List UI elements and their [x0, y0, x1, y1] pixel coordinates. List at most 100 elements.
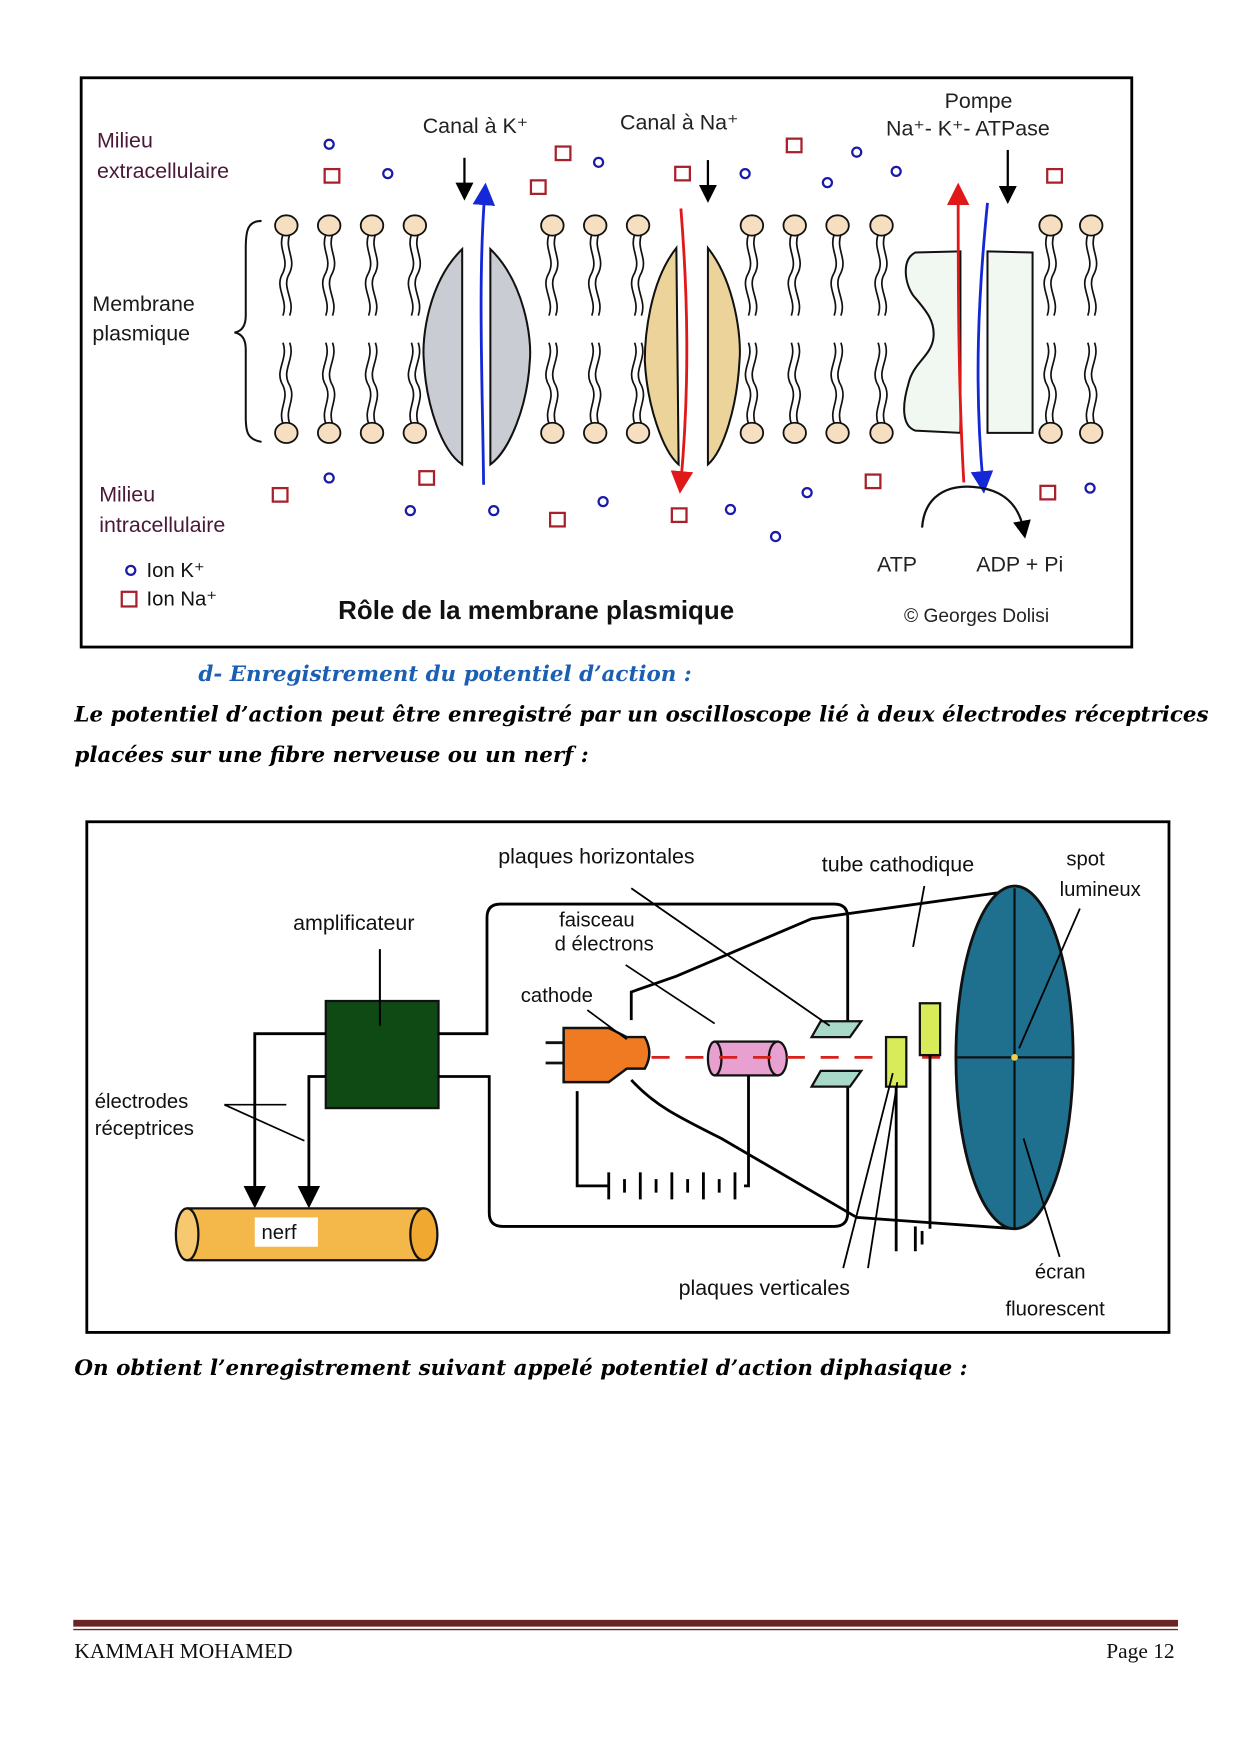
- k-ion-icon: [382, 167, 394, 180]
- footer-author: KAMMAH MOHAMED: [74, 1639, 292, 1663]
- horizontal-plates-pointer: [630, 887, 831, 1027]
- figure-credit: © Georges Dolisi: [904, 606, 1049, 627]
- electrode-wire: [297, 1075, 326, 1209]
- k-ion-legend-label: Ion K⁺: [147, 560, 205, 582]
- na-pump-out-arrow: [946, 182, 970, 483]
- light-spot-icon: [1011, 1053, 1018, 1061]
- vertical-plates-label: plaques verticales: [679, 1276, 850, 1300]
- ion-legend: Ion K⁺ Ion Na⁺: [120, 560, 217, 610]
- spot-pointer: [1018, 908, 1081, 1049]
- k-ion-icon: [1084, 482, 1096, 494]
- na-influx-arrow: [670, 208, 694, 494]
- electron-beam-label: faisceau: [559, 910, 635, 932]
- screen-label: fluorescent: [1006, 1299, 1106, 1321]
- beam-pointer: [625, 964, 716, 1025]
- electrodes-pointer: [223, 1103, 305, 1142]
- k-pump-in-arrow: [970, 202, 994, 494]
- result-sentence: On obtient l’enregistrement suivant appe…: [74, 1356, 967, 1381]
- vertical-plate-icon: [918, 1002, 942, 1057]
- paragraph-line: Le potentiel d’action peut être enregist…: [73, 702, 1208, 727]
- spot-label: lumineux: [1060, 879, 1141, 901]
- k-ion-icon: [821, 176, 834, 189]
- adp-label: ADP + Pi: [976, 553, 1063, 577]
- na-ion-icon: [529, 179, 547, 196]
- membrane-figure: Milieu extracellulaire Membrane plasmiqu…: [79, 76, 1134, 649]
- section-heading: d- Enregistrement du potentiel d’action …: [198, 662, 691, 687]
- na-k-pump-icon: [903, 250, 1034, 434]
- na-ion-legend-icon: [120, 590, 138, 608]
- na-ion-icon: [418, 470, 436, 486]
- k-ion-icon: [323, 138, 335, 150]
- crt-tube-outline: [630, 1078, 1015, 1231]
- electrodes-label: réceptrices: [95, 1118, 194, 1140]
- atp-label: ATP: [877, 553, 917, 577]
- pump-label: Pompe: [945, 89, 1013, 113]
- pump-label: Na⁺- K⁺- ATPase: [886, 116, 1050, 140]
- na-ion-icon: [864, 473, 882, 490]
- anode-cylinder-icon: [706, 1040, 788, 1077]
- screen-label: écran: [1035, 1261, 1086, 1283]
- extracellular-label: extracellulaire: [97, 159, 229, 183]
- membrane-brace-icon: [234, 219, 262, 443]
- footer-rule: [73, 1628, 1178, 1631]
- amplifier-label: amplificateur: [293, 911, 414, 935]
- k-ion-icon: [769, 530, 782, 543]
- electrode-wire: [243, 1032, 326, 1209]
- na-channel-label: Canal à Na⁺: [620, 111, 738, 135]
- k-ion-legend-icon: [125, 564, 137, 577]
- cathode-pointer: [586, 1009, 628, 1041]
- k-channel-label: Canal à K⁺: [423, 114, 528, 138]
- intracellular-label: Milieu: [99, 483, 155, 507]
- k-ion-icon: [724, 503, 737, 516]
- signal-wire: [438, 902, 850, 1036]
- na-ion-icon: [785, 137, 803, 154]
- na-ion-icon: [670, 507, 688, 524]
- membrane-label: Membrane: [92, 292, 194, 316]
- k-ion-icon: [801, 486, 813, 499]
- horizontal-plate-icon: [809, 1069, 864, 1088]
- potassium-channel-icon: [422, 246, 532, 467]
- battery-icon: [607, 1172, 737, 1200]
- na-ion-icon: [554, 145, 572, 162]
- crt-tube-label: tube cathodique: [822, 852, 974, 876]
- ground-icon: [894, 1055, 932, 1252]
- k-ion-icon: [890, 165, 902, 177]
- screen-pointer: [1022, 1138, 1061, 1258]
- k-ion-icon: [851, 146, 863, 158]
- k-ion-icon: [592, 156, 605, 168]
- ions: [271, 137, 1096, 543]
- footer-page-number: Page 12: [1106, 1639, 1174, 1663]
- footer-rule: [73, 1619, 1178, 1627]
- na-ion-legend-label: Ion Na⁺: [147, 588, 217, 610]
- extracellular-label: Milieu: [97, 129, 153, 153]
- electron-beam-label: d électrons: [555, 933, 654, 955]
- na-ion-icon: [323, 167, 341, 184]
- k-ion-icon: [323, 472, 335, 484]
- k-ion-icon: [488, 505, 500, 517]
- na-ion-icon: [548, 511, 566, 528]
- page-footer: KAMMAH MOHAMED Page 12: [73, 1619, 1178, 1663]
- horizontal-plates-label: plaques horizontales: [498, 844, 694, 868]
- sodium-channel-icon: [643, 245, 741, 467]
- nerve-label: nerf: [262, 1222, 297, 1244]
- amplifier-icon: [324, 999, 440, 1110]
- na-ion-icon: [1039, 484, 1057, 501]
- k-ion-icon: [404, 505, 416, 517]
- vertical-plates-pointer: [867, 1082, 899, 1269]
- spot-label: spot: [1066, 849, 1105, 871]
- cathode-label: cathode: [521, 985, 593, 1007]
- electrodes-label: électrodes: [95, 1091, 189, 1113]
- cathode-icon: [545, 1026, 651, 1084]
- horizontal-plate-icon: [809, 1020, 864, 1039]
- figure-frame: [79, 76, 1134, 649]
- na-ion-icon: [674, 165, 692, 182]
- vertical-plate-icon: [884, 1035, 908, 1088]
- crt-tube-pointer: [912, 885, 926, 948]
- intracellular-label: intracellulaire: [99, 513, 225, 537]
- nerve-icon: [174, 1207, 439, 1262]
- battery-wire: [575, 1075, 750, 1188]
- membrane-label: plasmique: [92, 321, 190, 345]
- oscilloscope-figure: amplificateur électrodes réceptrices ner…: [85, 820, 1171, 1334]
- k-efflux-arrow: [472, 182, 496, 485]
